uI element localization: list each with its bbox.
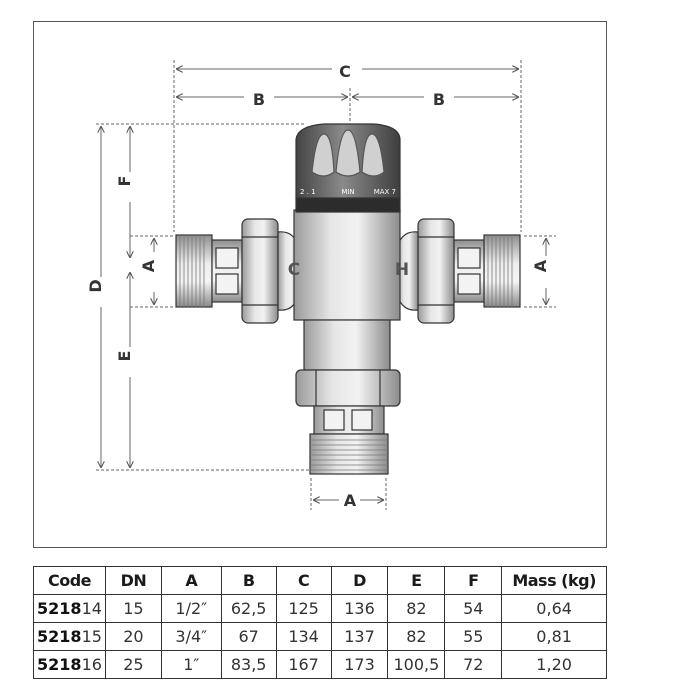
cell-a: 3/4″: [160, 622, 222, 651]
port-label-hot: H: [395, 260, 409, 280]
column-header: F: [444, 566, 503, 595]
code-cell: 521816: [33, 650, 106, 679]
dim-label-b-left: B: [253, 90, 265, 109]
code-prefix: 5218: [37, 627, 82, 646]
cell-a: 1/2″: [160, 594, 222, 623]
cell-e: 100,5: [387, 650, 446, 679]
dim-label-e: E: [115, 351, 134, 362]
valve-illustration: [175, 123, 521, 475]
column-header: Mass (kg): [501, 566, 607, 595]
column-header: C: [275, 566, 332, 595]
cell-a: 1″: [160, 650, 222, 679]
knob-scale-left: 2 . 1: [300, 188, 316, 196]
dimension-lines: [96, 60, 556, 510]
valve-drawing-svg: C B B D F A E A A: [86, 60, 556, 510]
column-header: Code: [33, 566, 106, 595]
cell-d: 136: [330, 594, 389, 623]
cell-mass: 0,64: [501, 594, 607, 623]
knob-scale-min: MIN: [341, 188, 354, 196]
cell-c: 125: [275, 594, 332, 623]
code-prefix: 5218: [37, 655, 82, 674]
code-cell: 521815: [33, 622, 106, 651]
dim-label-b-right: B: [433, 90, 445, 109]
cell-e: 82: [387, 622, 446, 651]
code-suffix: 14: [81, 599, 102, 618]
code-cell: 521814: [33, 594, 106, 623]
cell-e: 82: [387, 594, 446, 623]
cell-f: 72: [444, 650, 503, 679]
dim-label-a-bottom: A: [344, 491, 357, 510]
dim-label-a-right: A: [531, 259, 550, 272]
column-header: DN: [104, 566, 162, 595]
column-header: D: [330, 566, 389, 595]
cell-b: 62,5: [220, 594, 277, 623]
cell-mass: 0,81: [501, 622, 607, 651]
code-suffix: 15: [81, 627, 102, 646]
cell-dn: 15: [104, 594, 162, 623]
code-prefix: 5218: [37, 599, 82, 618]
technical-drawing: C B B D F A E A A: [33, 21, 607, 548]
cell-d: 137: [330, 622, 389, 651]
dim-label-c: C: [339, 62, 351, 81]
dim-label-f: F: [115, 176, 134, 187]
cell-dn: 20: [104, 622, 162, 651]
cell-b: 67: [220, 622, 277, 651]
cell-mass: 1,20: [501, 650, 607, 679]
cell-c: 167: [275, 650, 332, 679]
dim-label-d: D: [86, 279, 105, 292]
cell-f: 54: [444, 594, 503, 623]
cell-dn: 25: [104, 650, 162, 679]
port-label-cold: C: [288, 260, 300, 280]
cell-c: 134: [275, 622, 332, 651]
column-header: A: [160, 566, 222, 595]
cell-f: 55: [444, 622, 503, 651]
column-header: E: [387, 566, 446, 595]
dim-label-a-left: A: [139, 259, 158, 272]
knob-scale-max: MAX 7: [374, 188, 396, 196]
cell-d: 173: [330, 650, 389, 679]
cell-b: 83,5: [220, 650, 277, 679]
column-header: B: [220, 566, 277, 595]
code-suffix: 16: [81, 655, 102, 674]
